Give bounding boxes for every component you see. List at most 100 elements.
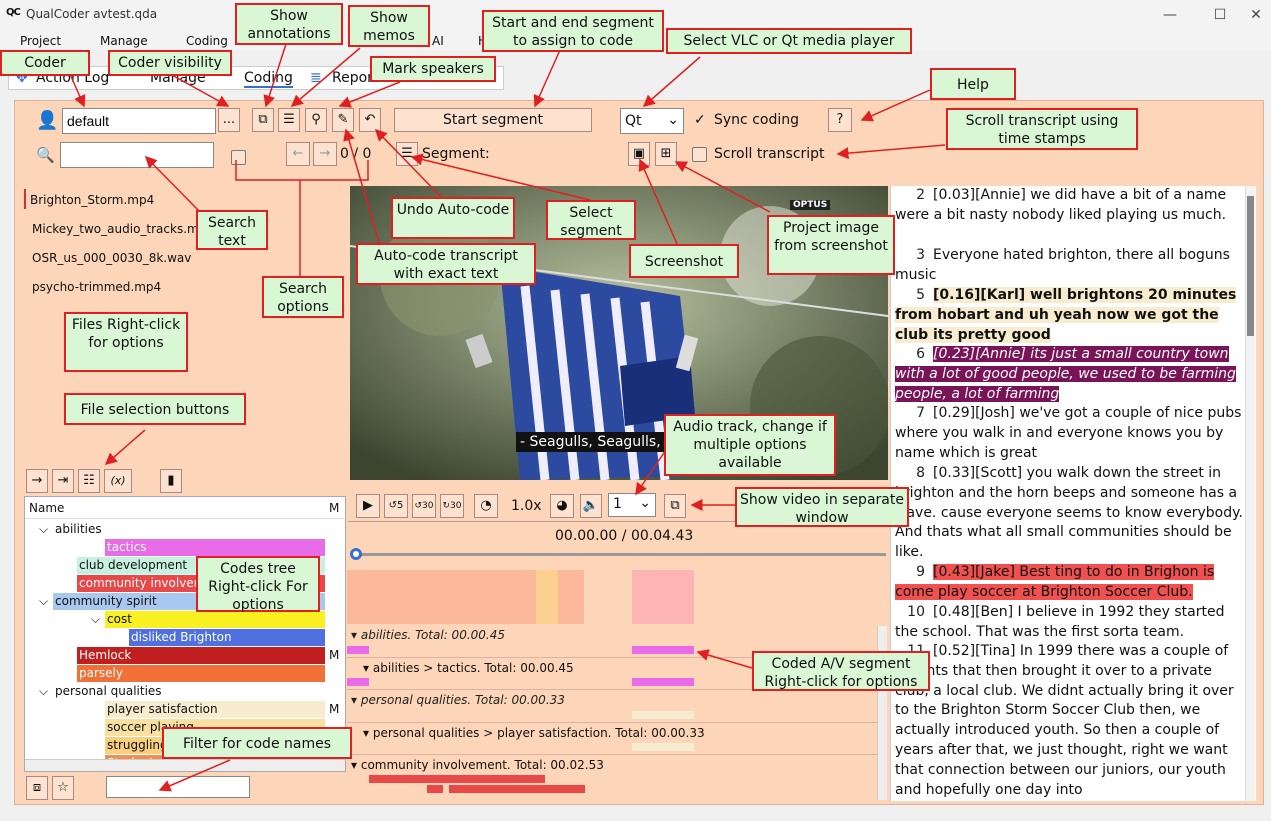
coded-segment[interactable] xyxy=(427,785,443,793)
tab-coding[interactable]: Coding xyxy=(244,70,293,88)
previous-match-button[interactable]: ← xyxy=(286,142,310,166)
file-item[interactable]: psycho-trimmed.mp4 xyxy=(32,280,162,294)
play-icon: ▶ xyxy=(363,498,373,513)
show-annotations-button[interactable]: ⧉ xyxy=(252,108,274,132)
file-item[interactable]: Brighton_Storm.mp4 xyxy=(30,193,155,207)
coded-segment[interactable] xyxy=(347,646,369,654)
coded-segment[interactable] xyxy=(632,743,694,751)
expand-arrow-icon[interactable]: ⌵ xyxy=(39,684,49,698)
tab-reports[interactable]: Repor xyxy=(332,70,373,86)
code-item[interactable]: disliked Brighton xyxy=(129,629,325,646)
menu-coding[interactable]: Coding xyxy=(186,34,228,48)
check-icon: ✓ xyxy=(694,112,706,128)
project-image-button[interactable]: ⊞ xyxy=(655,142,677,166)
undo-autocode-button[interactable]: ↶ xyxy=(359,108,381,132)
expand-arrow-icon[interactable]: ⌵ xyxy=(39,594,49,608)
coded-segment[interactable] xyxy=(632,646,694,654)
player-select[interactable]: Qt ⌄ xyxy=(620,108,684,134)
coded-segment[interactable] xyxy=(369,775,545,783)
transcript-line: 10[0.48][Ben] I believe in 1992 they sta… xyxy=(895,604,1225,640)
show-memos-button[interactable]: ☰ xyxy=(278,108,300,132)
coded-segment[interactable] xyxy=(347,678,369,686)
arrow-right-icon: → xyxy=(31,473,43,488)
transcript-line: 2[0.03][Annie] we did have a bit of a na… xyxy=(895,187,1227,223)
coded-segment[interactable] xyxy=(449,785,585,793)
codes-tree-scrollbar[interactable] xyxy=(25,759,345,771)
code-filter-input[interactable] xyxy=(106,776,250,798)
mark-speakers-button[interactable]: ✎ xyxy=(332,108,354,132)
next-match-button[interactable]: → xyxy=(313,142,337,166)
timeline-row-label: ▾ personal qualities > player satisfacti… xyxy=(363,726,705,740)
file-select-list-button[interactable]: ☷ xyxy=(78,469,100,493)
bookmark-button[interactable]: ▮ xyxy=(160,469,182,493)
rewind-30-button[interactable]: ↺30 xyxy=(412,494,436,518)
callout-autocode-exact: Auto-code transcript with exact text xyxy=(356,243,536,285)
scroll-transcript-label[interactable]: Scroll transcript xyxy=(714,146,825,162)
transcript-text[interactable]: 2[0.03][Annie] we did have a bit of a na… xyxy=(890,186,1256,801)
code-item[interactable]: parsely xyxy=(77,665,325,682)
coded-segment[interactable] xyxy=(632,678,694,686)
coding-timeline[interactable]: ▾ abilities. Total: 00.00.45 ▾ abilities… xyxy=(347,560,887,800)
speed-down-button[interactable]: ◔ xyxy=(474,494,498,518)
menu-project[interactable]: Project xyxy=(20,34,62,48)
codes-name-header[interactable]: Name xyxy=(29,501,65,515)
position-slider[interactable] xyxy=(352,553,886,556)
code-item[interactable]: personal qualities xyxy=(53,683,325,700)
coder-field[interactable] xyxy=(62,108,216,134)
expand-arrow-icon[interactable]: ⌵ xyxy=(39,522,49,536)
search-options-checkbox[interactable] xyxy=(231,150,246,165)
transcript-line: 7[0.29][Josh] we've got a couple of nice… xyxy=(895,405,1242,461)
callout-coded-segment: Coded A/V segment Right-click for option… xyxy=(752,651,930,691)
position-slider-handle[interactable] xyxy=(350,548,362,560)
file-select-variable-button[interactable]: (x) xyxy=(104,469,132,493)
forward-30-icon: ↻30 xyxy=(442,501,462,511)
start-segment-button[interactable]: Start segment xyxy=(394,108,592,132)
audio-track-select[interactable]: 1 ⌄ xyxy=(608,493,656,517)
select-segment-button[interactable]: ☰ xyxy=(396,142,418,166)
coded-segment[interactable] xyxy=(632,711,694,719)
code-item[interactable]: abilities xyxy=(53,521,325,538)
file-select-latest-button[interactable]: ⇥ xyxy=(52,469,74,493)
transcript-scrollbar[interactable] xyxy=(1245,186,1255,801)
menu-ai[interactable]: AI xyxy=(432,34,444,48)
rewind-5-button[interactable]: ↺5 xyxy=(384,494,408,518)
screen-code-button[interactable]: ⧈ xyxy=(26,776,48,800)
external-window-icon: ⧉ xyxy=(670,498,680,513)
pin-button[interactable]: ⚲ xyxy=(305,108,327,132)
sync-coding-label[interactable]: Sync coding xyxy=(714,112,799,128)
expand-arrow-icon[interactable]: ⌵ xyxy=(91,612,101,626)
speed-up-button[interactable]: ◕ xyxy=(550,494,574,518)
scroll-transcript-checkbox[interactable] xyxy=(692,147,707,162)
arrow-bar-right-icon: ⇥ xyxy=(57,473,69,488)
window-title: QualCoder avtest.qda xyxy=(26,7,158,21)
file-select-next-button[interactable]: → xyxy=(26,469,48,493)
code-item[interactable]: player satisfaction xyxy=(105,701,325,718)
separate-window-button[interactable]: ⧉ xyxy=(664,494,686,518)
help-button[interactable]: ? xyxy=(828,108,852,132)
volume-button[interactable]: 🔈 xyxy=(580,494,602,518)
code-item[interactable]: tactics xyxy=(105,539,325,556)
menu-manage[interactable]: Manage xyxy=(100,34,148,48)
coder-visibility-button[interactable]: ... xyxy=(218,108,240,132)
minimize-button[interactable]: — xyxy=(1163,7,1177,23)
divider xyxy=(348,521,888,522)
callout-files: Files Right-click for options xyxy=(64,312,188,372)
code-item[interactable]: Hemlock xyxy=(77,647,325,664)
maximize-button[interactable]: ☐ xyxy=(1213,7,1227,23)
search-input[interactable] xyxy=(60,142,214,168)
codes-memo-header[interactable]: M xyxy=(329,501,340,515)
callout-audio-track: Audio track, change if multiple options … xyxy=(664,414,836,476)
forward-30-button[interactable]: ↻30 xyxy=(440,494,464,518)
callout-mark-speakers: Mark speakers xyxy=(370,56,496,82)
code-item[interactable]: cost xyxy=(105,611,325,628)
screenshot-button[interactable]: ▣ xyxy=(628,142,650,166)
file-item[interactable]: Mickey_two_audio_tracks.mp4 xyxy=(32,222,214,236)
close-button[interactable]: ✕ xyxy=(1250,7,1262,23)
play-button[interactable]: ▶ xyxy=(356,494,380,518)
transcript-scrollbar-thumb[interactable] xyxy=(1247,196,1254,336)
favorite-button[interactable]: ☆ xyxy=(52,776,74,800)
file-item[interactable]: OSR_us_000_0030_8k.wav xyxy=(32,251,192,265)
timeline-scrollbar[interactable] xyxy=(877,626,887,800)
divider xyxy=(347,722,877,723)
